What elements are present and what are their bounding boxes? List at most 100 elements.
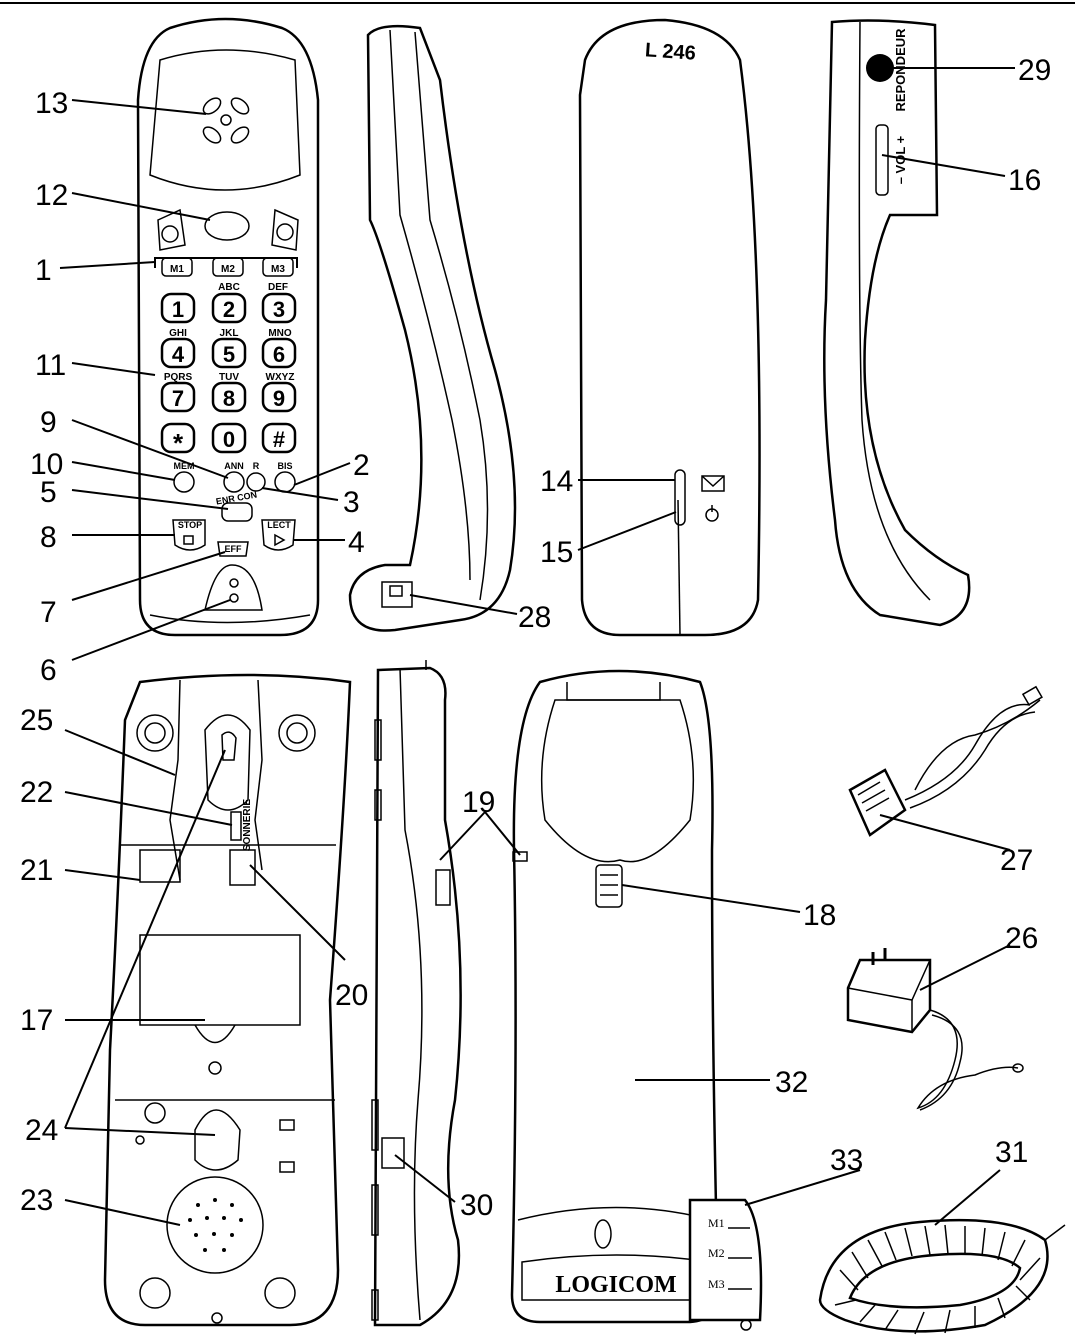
callout-30: 30: [460, 1189, 493, 1222]
phone-cable: [848, 685, 1043, 837]
callout-28: 28: [518, 601, 551, 634]
key-m2-label: M2: [221, 264, 235, 275]
key-hash-label: #: [273, 427, 285, 452]
envelope-icon: [701, 475, 725, 492]
power-adapter: [846, 948, 1024, 1111]
letters-tuv: TUV: [219, 372, 239, 383]
key-4-label: 4: [172, 342, 185, 367]
memory-card-m1: M1: [708, 1216, 725, 1230]
key-m1-label: M1: [170, 264, 184, 275]
callout-18: 18: [803, 899, 836, 932]
key-star-label: *: [173, 428, 184, 458]
mounting-hole-top: [204, 714, 251, 811]
callout-6: 6: [40, 654, 57, 687]
callout-19: 19: [462, 786, 495, 819]
sonnerie-label: SONNERIE: [242, 799, 253, 852]
callout-1: 1: [35, 254, 52, 287]
callout-20: 20: [335, 979, 368, 1012]
key-m3-label: M3: [271, 264, 285, 275]
handset-cradle: [540, 699, 695, 863]
base-bottom: SONNERIE: [103, 673, 352, 1327]
microphone-housing: [204, 564, 263, 611]
callout-12: 12: [35, 179, 68, 212]
power-icon: [705, 505, 719, 522]
letters-ghi: GHI: [169, 328, 187, 339]
callout-numbers: 13 12 1 11 9 10 5 8 7 6 2 3 4 28 14 15 2…: [20, 54, 1051, 1222]
memory-card: [688, 1198, 763, 1322]
callout-29: 29: [1018, 54, 1051, 87]
key-8-label: 8: [223, 386, 235, 411]
callout-24: 24: [25, 1114, 58, 1147]
callout-27: 27: [1000, 844, 1033, 877]
callout-8: 8: [40, 521, 57, 554]
callout-32: 32: [775, 1066, 808, 1099]
vol-label: – VOL +: [893, 135, 908, 184]
callout-14: 14: [540, 465, 573, 498]
eff-label: EFF: [225, 544, 243, 554]
base-side: [371, 660, 462, 1327]
bis-label: BIS: [277, 461, 292, 471]
line-socket: [139, 849, 181, 883]
callout-25: 25: [20, 704, 53, 737]
memory-card-m3: M3: [708, 1277, 725, 1291]
callout-7: 7: [40, 596, 57, 629]
memory-keys: M1 M2 M3: [161, 257, 294, 277]
letters-mno: MNO: [268, 328, 292, 339]
callout-13: 13: [35, 87, 68, 120]
callout-26: 26: [1005, 922, 1038, 955]
callout-2: 2: [353, 449, 370, 482]
repondeur-label: REPONDEUR: [893, 28, 908, 112]
mounting-hole-bottom: [194, 1109, 241, 1171]
letters-def: DEF: [268, 282, 288, 293]
callout-10: 10: [30, 448, 63, 481]
handset-jack: [381, 1137, 405, 1169]
callout-9: 9: [40, 406, 57, 439]
handset-side: [348, 24, 517, 632]
callout-21: 21: [20, 854, 53, 887]
handset-back: L 246: [578, 18, 761, 637]
callout-17: 17: [20, 1004, 53, 1037]
handset-right-side: REPONDEUR – VOL +: [823, 19, 971, 627]
callout-4: 4: [348, 526, 365, 559]
letters-wxyz: WXYZ: [266, 372, 295, 383]
stop-label: STOP: [178, 520, 202, 530]
callout-5: 5: [40, 476, 57, 509]
base-front: LOGICOM M1 M2 M3: [510, 669, 763, 1331]
key-7-label: 7: [172, 386, 184, 411]
indicator-leds: [674, 469, 686, 526]
letters-abc: ABC: [218, 282, 240, 293]
memory-card-m2: M2: [708, 1246, 725, 1260]
ringer-switch: [230, 811, 242, 841]
mem-label: MEM: [174, 461, 195, 471]
callout-16: 16: [1008, 164, 1041, 197]
callout-31: 31: [995, 1136, 1028, 1169]
callout-22: 22: [20, 776, 53, 809]
keypad: ABC DEF 1 2 3 GHI JKL MNO 4 5 6 PQRS TUV…: [160, 282, 297, 458]
brand-label: LOGICOM: [555, 1272, 676, 1298]
coiled-cord: [818, 1218, 1066, 1335]
callout-11: 11: [35, 349, 66, 382]
battery-label-area: [139, 934, 301, 1026]
ann-label: ANN: [224, 461, 244, 471]
callout-3: 3: [343, 486, 360, 519]
earpiece-icon: [202, 97, 250, 144]
key-2-label: 2: [223, 297, 235, 322]
key-3-label: 3: [273, 297, 285, 322]
answering-jack: [866, 54, 894, 82]
volume-slider: [875, 124, 889, 196]
callout-33: 33: [830, 1144, 863, 1177]
key-9-label: 9: [273, 386, 285, 411]
letters-jkl: JKL: [220, 328, 239, 339]
callout-15: 15: [540, 536, 573, 569]
model-label: L 246: [644, 39, 696, 64]
display-lens: [204, 211, 250, 241]
key-1-label: 1: [172, 297, 184, 322]
key-0-label: 0: [223, 427, 235, 452]
r-label: R: [253, 461, 260, 471]
letters-pqrs: PQRS: [164, 372, 193, 383]
speaker-grille: [166, 1176, 264, 1274]
callout-23: 23: [20, 1184, 53, 1217]
key-5-label: 5: [223, 342, 235, 367]
handset-front: M1 M2 M3 ABC DEF 1 2 3 GHI JKL MNO 4 5 6…: [136, 17, 320, 637]
leader-lines: [59, 67, 1015, 1226]
